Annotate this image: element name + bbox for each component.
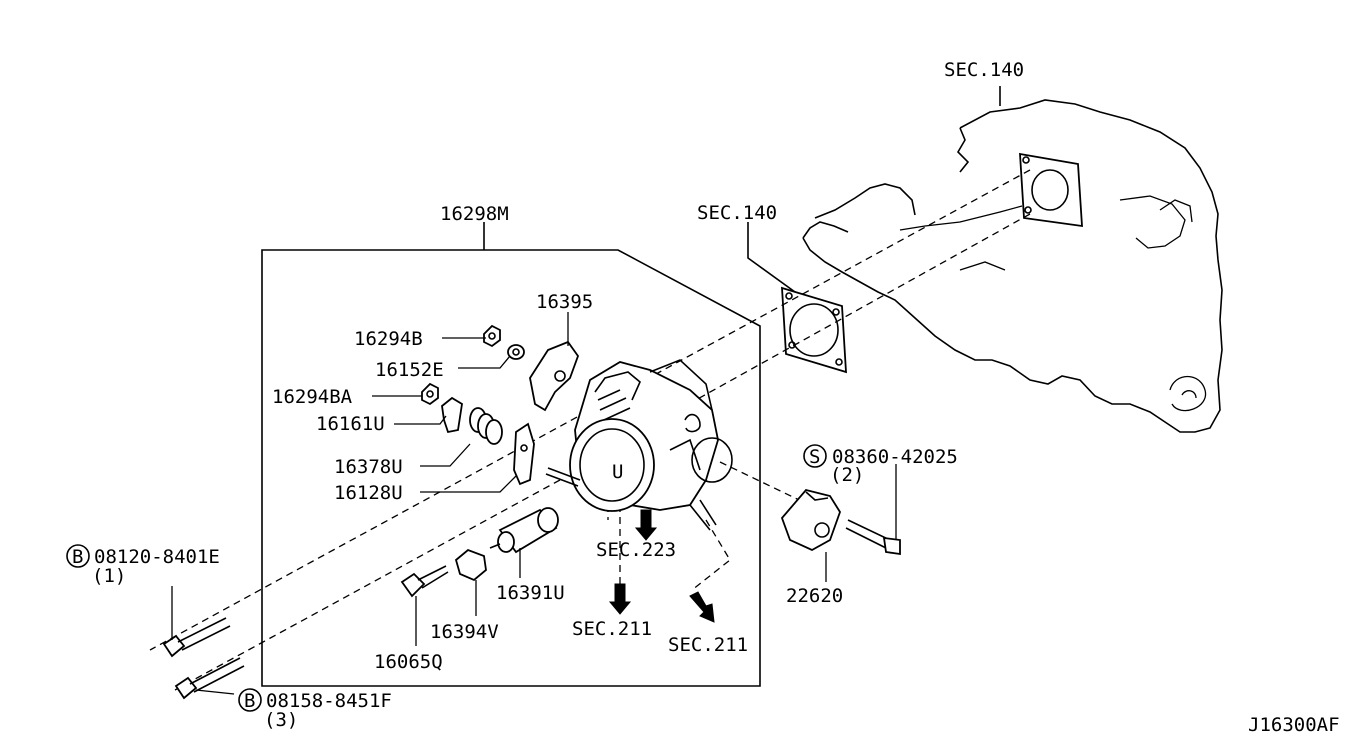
label-bolt-08158: 08158-8451F <box>266 690 392 712</box>
bracket-16128u <box>513 422 535 486</box>
label-16152e: 16152E <box>375 359 444 381</box>
intake-manifold-illustration <box>802 86 1223 433</box>
nut-16294b <box>483 324 501 348</box>
label-16394v: 16394V <box>430 621 499 643</box>
label-16378u: 16378U <box>334 456 403 478</box>
marker-b-1-text: B <box>72 546 83 568</box>
bolt-08158 <box>174 657 245 700</box>
part-labels: SEC.140 SEC.140 16298M 16395 16294B 1615… <box>92 59 1340 736</box>
label-bolt-08120: 08120-8401E <box>94 546 220 568</box>
label-16391u: 16391U <box>496 582 565 604</box>
iacv-16391u <box>489 507 559 554</box>
marker-b-2-text: B <box>244 690 255 712</box>
label-16128u: 16128U <box>334 482 403 504</box>
label-16161u: 16161U <box>316 413 385 435</box>
label-16294b: 16294B <box>354 328 423 350</box>
arrow-sec211-a <box>608 583 632 615</box>
label-sec211-a: SEC.211 <box>572 618 652 640</box>
screw-16065q <box>400 565 449 598</box>
lever-16161u <box>441 396 463 434</box>
bolt-08120 <box>162 617 231 658</box>
label-bolt-08120-qty: (1) <box>92 565 126 587</box>
marker-b-2: B <box>238 688 262 712</box>
marker-s: S <box>803 444 827 468</box>
arrow-sec223 <box>634 509 658 541</box>
marker-b-1: B <box>66 544 90 568</box>
screw-08360 <box>845 519 901 556</box>
label-16294ba: 16294BA <box>272 386 353 408</box>
throttle-gasket-illustration <box>747 222 847 374</box>
label-16065q: 16065Q <box>374 651 443 673</box>
label-22620: 22620 <box>786 585 843 607</box>
nut-16294ba <box>421 382 439 406</box>
o-ring-16394v <box>454 548 487 582</box>
throttle-body-illustration: U <box>569 359 733 531</box>
label-sec140-top: SEC.140 <box>944 59 1024 81</box>
assembly-boundary <box>261 222 761 687</box>
label-assembly-16298m: 16298M <box>440 203 509 225</box>
marker-s-text: S <box>809 446 820 468</box>
label-sec211-b: SEC.211 <box>668 634 748 656</box>
diagram-id: J16300AF <box>1248 714 1340 736</box>
label-sec223: SEC.223 <box>596 539 676 561</box>
leader-lines <box>171 312 897 695</box>
stud-pin <box>545 467 581 487</box>
spring-16378u <box>469 407 503 445</box>
washer-16152e <box>507 344 525 360</box>
label-16395: 16395 <box>536 291 593 313</box>
tps-sensor-22620 <box>780 488 841 552</box>
arrow-sec211-b <box>689 591 715 623</box>
throttle-body-marking: U <box>612 461 623 483</box>
label-screw-08360-qty: (2) <box>830 464 864 486</box>
label-sec140-mid: SEC.140 <box>697 202 777 224</box>
label-screw-08360: 08360-42025 <box>832 446 958 468</box>
throttle-cam-16395 <box>529 340 580 412</box>
label-bolt-08158-qty: (3) <box>264 709 298 731</box>
